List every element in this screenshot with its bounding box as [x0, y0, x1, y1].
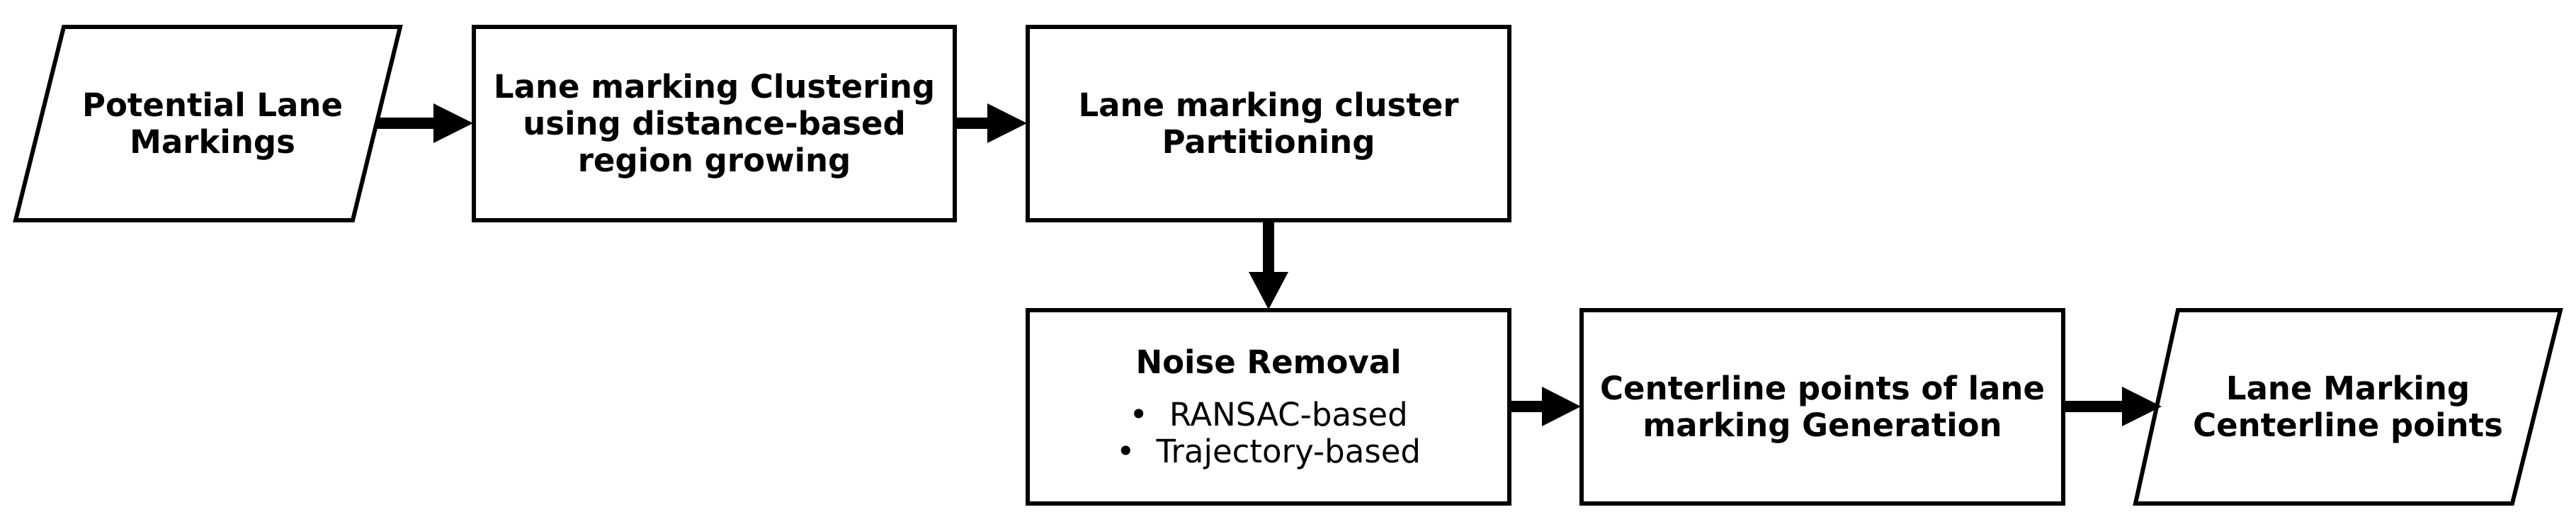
method-label: Trajectory-based	[1156, 432, 1422, 470]
node-noise-removal: Noise Removal •RANSAC-based •Trajectory-…	[1028, 310, 1509, 504]
arrow-noise-removal-to-centerline	[1509, 387, 1581, 426]
centerline-generation-box	[1579, 308, 2065, 506]
label-line: using distance-based	[523, 104, 906, 142]
label-line: Potential Lane	[82, 86, 343, 124]
clustering-box	[472, 25, 957, 222]
arrow-clustering-to-partitioning	[955, 103, 1027, 143]
label-line: Lane marking cluster	[1078, 86, 1459, 124]
label-line: marking Generation	[1642, 406, 2002, 444]
method-label: RANSAC-based	[1169, 395, 1408, 433]
arrow-input-to-clustering	[378, 103, 473, 143]
noise-removal-title: Noise Removal	[1135, 343, 1402, 381]
node-potential-lane-markings: Potential Lane Markings	[64, 27, 361, 220]
noise-removal-methods: •RANSAC-based •Trajectory-based	[1116, 395, 1421, 470]
bullet-icon: •	[1129, 395, 1148, 433]
output-parallelogram	[2133, 308, 2563, 506]
label-line: Lane marking Clustering	[493, 67, 936, 106]
node-lane-marking-centerline: Lane Marking Centerline points	[2157, 310, 2539, 504]
label-line: Lane Marking	[2225, 369, 2470, 407]
label-line: Centerline points	[2193, 406, 2503, 444]
arrow-centerline-to-output	[2063, 387, 2162, 426]
bullet-icon: •	[1116, 432, 1135, 470]
noise-removal-box	[1026, 308, 1511, 506]
label-line: Markings	[130, 123, 295, 161]
input-parallelogram	[13, 25, 403, 222]
node-centerline-generation: Centerline points of lane marking Genera…	[1582, 310, 2063, 504]
label-line: Partitioning	[1162, 123, 1375, 161]
label-line: Centerline points of lane	[1600, 369, 2045, 407]
list-item: • Trajectory-based	[1116, 433, 1421, 470]
node-clustering: Lane marking Clustering using distance-b…	[474, 27, 955, 220]
node-partitioning: Lane marking cluster Partitioning	[1028, 27, 1509, 220]
list-item: • RANSAC-based	[1116, 395, 1421, 433]
arrow-partitioning-to-noise-removal	[1249, 220, 1288, 309]
label-line: region growing	[577, 141, 851, 179]
